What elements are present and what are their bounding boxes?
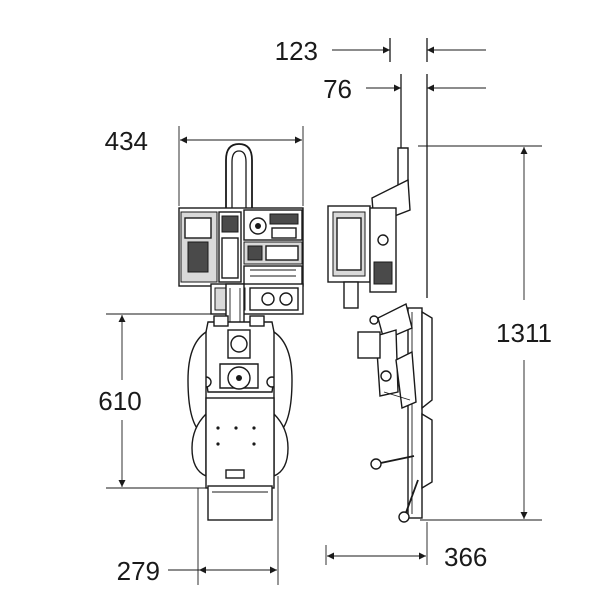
dimension-top-offset-a: 123 [275,36,486,66]
side-suction-pad-top [421,310,433,410]
dimension-base-width-label: 279 [117,556,160,586]
dimension-overall-height: 1311 [418,145,552,521]
dimension-side-depth-label: 366 [444,542,487,572]
dimension-side-depth: 366 [325,522,487,572]
dimension-top-offset-b-label: 76 [323,74,352,104]
dimension-lower-height-label: 610 [98,386,141,416]
front-plate [205,397,275,489]
dimension-overall-height-label: 1311 [496,318,552,348]
dimension-lower-height: 610 [98,313,224,489]
front-view [178,143,304,521]
side-suction-pad-bottom [421,412,433,490]
front-yoke [200,315,279,393]
dimension-head-width-label: 434 [105,126,148,156]
dimension-top-offset-b: 76 [323,74,486,104]
front-handle [225,143,253,212]
side-beam [407,307,433,519]
dimension-base-width: 279 [117,476,279,586]
side-linkage [357,302,417,410]
side-handle-bar [375,455,415,465]
front-bottom-tray [207,485,273,521]
dimension-head-width: 434 [105,126,304,206]
dimension-top-offset-a-label: 123 [275,36,318,66]
side-control-housing [327,205,397,309]
front-control-housing [178,207,304,287]
side-lever [403,479,419,519]
side-view [327,38,433,523]
